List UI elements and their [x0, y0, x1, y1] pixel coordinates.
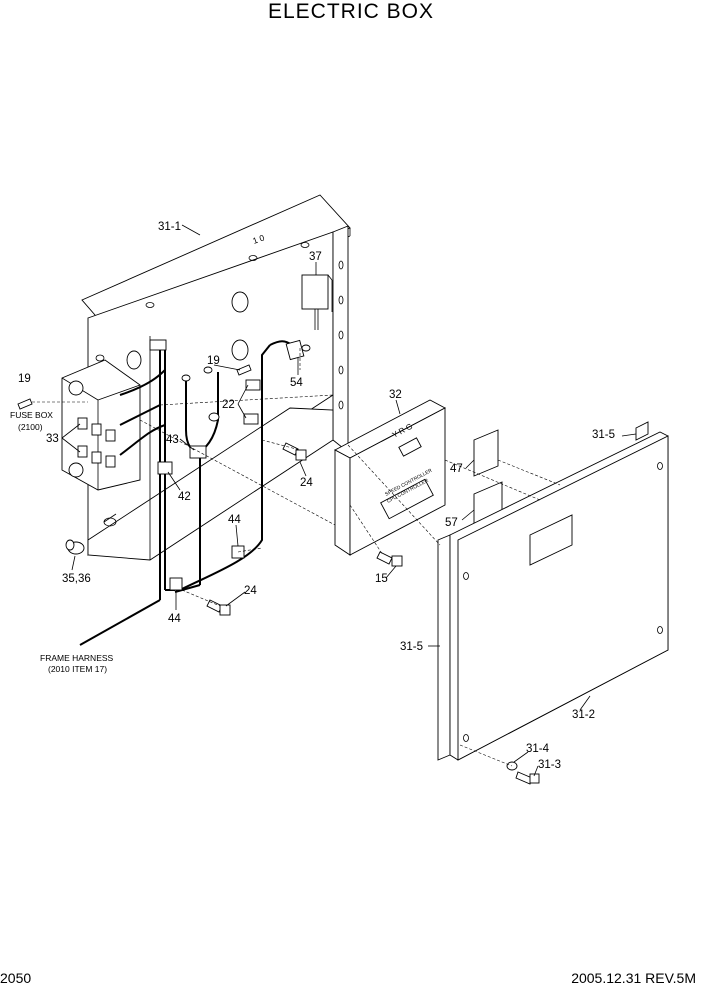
bolt-24: [206, 442, 307, 616]
fuse-box-note: FUSE BOX: [10, 410, 53, 420]
callout-44: 44: [228, 514, 241, 526]
flasher-unit-37: [301, 274, 333, 330]
bolt-19: [17, 364, 252, 410]
fuse-box: [61, 359, 141, 491]
callout-22: 22: [222, 399, 235, 411]
page-title: ELECTRIC BOX: [267, 0, 435, 23]
electric-box-housing: 1 0: [81, 194, 351, 561]
cover-panel: [437, 421, 669, 761]
callout-47: 47: [450, 463, 463, 475]
fuse-box-ref: (2100): [18, 422, 43, 432]
callout-31-3: 31-3: [538, 759, 561, 771]
leader-lines: [61, 224, 637, 777]
standoff-spacer: [126, 291, 249, 370]
frame-harness-ref: (2010 ITEM 17): [48, 664, 107, 674]
callout-15: 15: [375, 573, 388, 585]
revision-date: 2005.12.31 REV.5M: [571, 970, 696, 986]
callout-31-5: 31-5: [400, 641, 423, 653]
svg-text:1 0: 1 0: [251, 232, 266, 246]
assembly-guide-lines: [32, 348, 561, 767]
callout-31-5: 31-5: [592, 429, 615, 441]
diode-connector: [285, 339, 311, 361]
callout-24: 24: [300, 477, 313, 489]
grommet-35-36: [65, 539, 85, 555]
callout-19: 19: [18, 373, 31, 385]
page-number: 2050: [0, 970, 32, 986]
callout-31-1: 31-1: [158, 221, 181, 233]
relay: [77, 417, 116, 468]
bolt-15: [376, 551, 403, 567]
controller-unit: Y R G SPEED CONTROLLER CPU CONTROLLER: [334, 399, 446, 556]
callout-42: 42: [178, 491, 191, 503]
bolt-31-3: [515, 771, 540, 785]
callout-32: 32: [389, 389, 402, 401]
callout-31-4: 31-4: [526, 743, 550, 755]
callout-19: 19: [207, 355, 220, 367]
callout-24: 24: [244, 585, 257, 597]
callout-33: 33: [46, 433, 59, 445]
callout-37: 37: [309, 251, 322, 263]
callout-43: 43: [166, 434, 179, 446]
frame-harness-note: FRAME HARNESS: [40, 653, 114, 663]
callout-54: 54: [290, 377, 303, 389]
decal-47: [473, 429, 499, 477]
callout-31-2: 31-2: [572, 709, 595, 721]
callout-35-36: 35,36: [62, 573, 91, 585]
callout-44: 44: [168, 613, 181, 625]
callout-57: 57: [445, 517, 458, 529]
ring-terminal: [181, 366, 220, 422]
